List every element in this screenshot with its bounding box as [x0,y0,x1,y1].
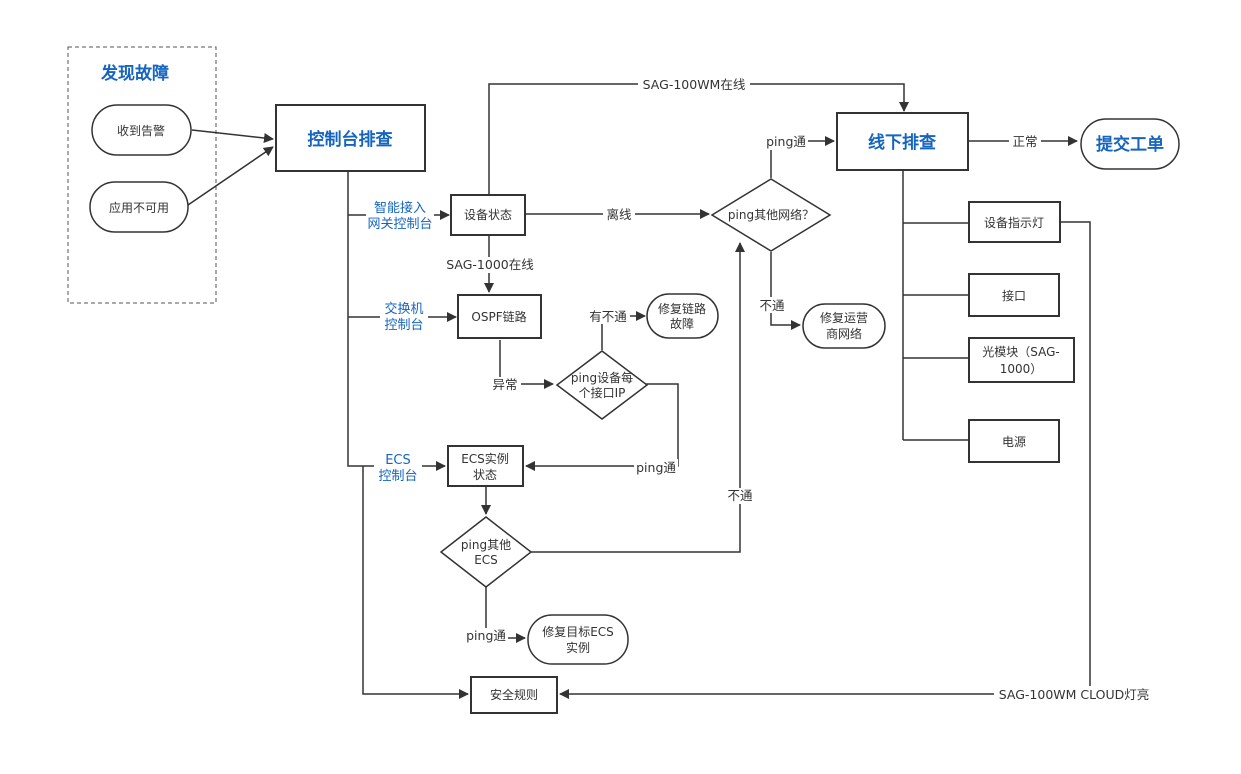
label-ping-ok-ecs: ping通 [466,628,506,643]
device-status-label: 设备状态 [464,208,512,222]
ping-network-label: ping其他网络？ [728,207,814,222]
edge-ping-network-to-repair-isp [770,252,801,330]
ping-ecs-label-2: ECS [474,553,498,567]
optical-module-label-2: 1000） [1000,362,1043,376]
app-unavailable-label: 应用不可用 [109,200,169,215]
optical-module-node[interactable] [968,337,1075,383]
edge-ping-interface-to-ecs [525,383,679,471]
ecs-status-node[interactable] [447,445,524,487]
repair-ecs-node[interactable] [527,614,629,665]
ping-ecs-label-1: ping其他 [461,538,511,552]
label-ecs-console-2: 控制台 [378,469,417,484]
label-ecs-console-1: ECS [385,453,411,468]
label-sag1000-online: SAG-1000在线 [446,257,534,272]
security-rules-node[interactable] [470,676,558,714]
edge-app-to-console [187,146,274,206]
repair-isp-node[interactable] [802,303,886,349]
repair-isp-label-2: 商网络 [826,326,862,341]
security-rules-label: 安全规则 [490,687,538,702]
offline-check-label: 线下排查 [868,132,937,153]
repair-ecs-label-2: 实例 [566,640,590,655]
repair-link-label-1: 修复链路 [658,301,706,316]
label-abnormal: 异常 [492,377,517,392]
label-switch-console-1: 交换机 [384,301,423,317]
edge-ping-ecs-to-ping-network [530,242,745,553]
repair-isp-label-1: 修复运营 [820,310,868,325]
ping-ecs-decision[interactable] [439,516,533,588]
device-indicator-label: 设备指示灯 [984,215,1044,230]
receive-alarm-node[interactable] [91,104,192,156]
label-normal: 正常 [1012,134,1037,149]
device-indicator-node[interactable] [968,201,1061,243]
edge-console-to-security [362,466,469,699]
edge-alarm-to-console [191,129,274,143]
label-offline: 离线 [606,207,632,222]
console-check-label: 控制台排查 [308,129,394,150]
receive-alarm-label: 收到告警 [117,123,165,138]
ping-interface-decision[interactable] [555,350,649,420]
nodes: 控制台排查 设备状态 OSPF链路 ping设备每 个接口IP 修复链路 故障 … [275,104,1180,714]
label-ping-fail-network: 不通 [759,298,785,313]
repair-link-node[interactable] [646,293,719,339]
label-smart-gateway-2: 网关控制台 [367,217,432,232]
ping-network-decision[interactable] [710,178,832,252]
ospf-link-node[interactable] [457,294,542,339]
label-ping-fail-link: 有不通 [589,309,627,324]
discover-fault-title: 发现故障 [100,63,169,84]
power-node[interactable] [968,419,1060,463]
label-switch-console-2: 控制台 [384,318,423,333]
ping-interface-label-2: 个接口IP [579,385,626,400]
discover-fault-group: 发现故障 收到告警 应用不可用 [67,46,217,304]
power-label: 电源 [1002,435,1026,449]
offline-check-node[interactable] [836,112,969,171]
submit-ticket-label: 提交工单 [1096,134,1164,155]
optical-module-label-1: 光模块（SAG- [982,345,1059,359]
discover-fault-frame [67,46,217,304]
repair-link-label-2: 故障 [670,316,694,331]
app-unavailable-node[interactable] [89,181,189,233]
ping-interface-label-1: ping设备每 [571,370,633,385]
ecs-status-label-2: 状态 [473,468,497,482]
label-ping-ok-network: ping通 [766,134,806,149]
submit-ticket-node[interactable] [1080,118,1180,170]
edge-labels: SAG-100WM在线 智能接入 网关控制台 离线 SAG-1000在线 交换机… [366,76,1154,702]
ecs-status-label-1: ECS实例 [461,451,509,466]
interface-node[interactable] [968,273,1060,317]
ospf-link-label: OSPF链路 [471,309,526,324]
repair-ecs-label-1: 修复目标ECS [542,624,614,639]
label-ping-ok-interface: ping通 [636,460,676,475]
label-cloud-light-on: SAG-100WM CLOUD灯亮 [999,687,1150,702]
label-smart-gateway-1: 智能接入 [374,200,426,216]
edge-indicator-to-security [559,221,1091,699]
console-check-node[interactable] [275,104,426,172]
device-status-node[interactable] [450,194,526,236]
interface-label: 接口 [1002,288,1026,303]
label-ping-fail-ecs: 不通 [727,488,753,503]
label-sag100wm-online: SAG-100WM在线 [643,77,746,92]
